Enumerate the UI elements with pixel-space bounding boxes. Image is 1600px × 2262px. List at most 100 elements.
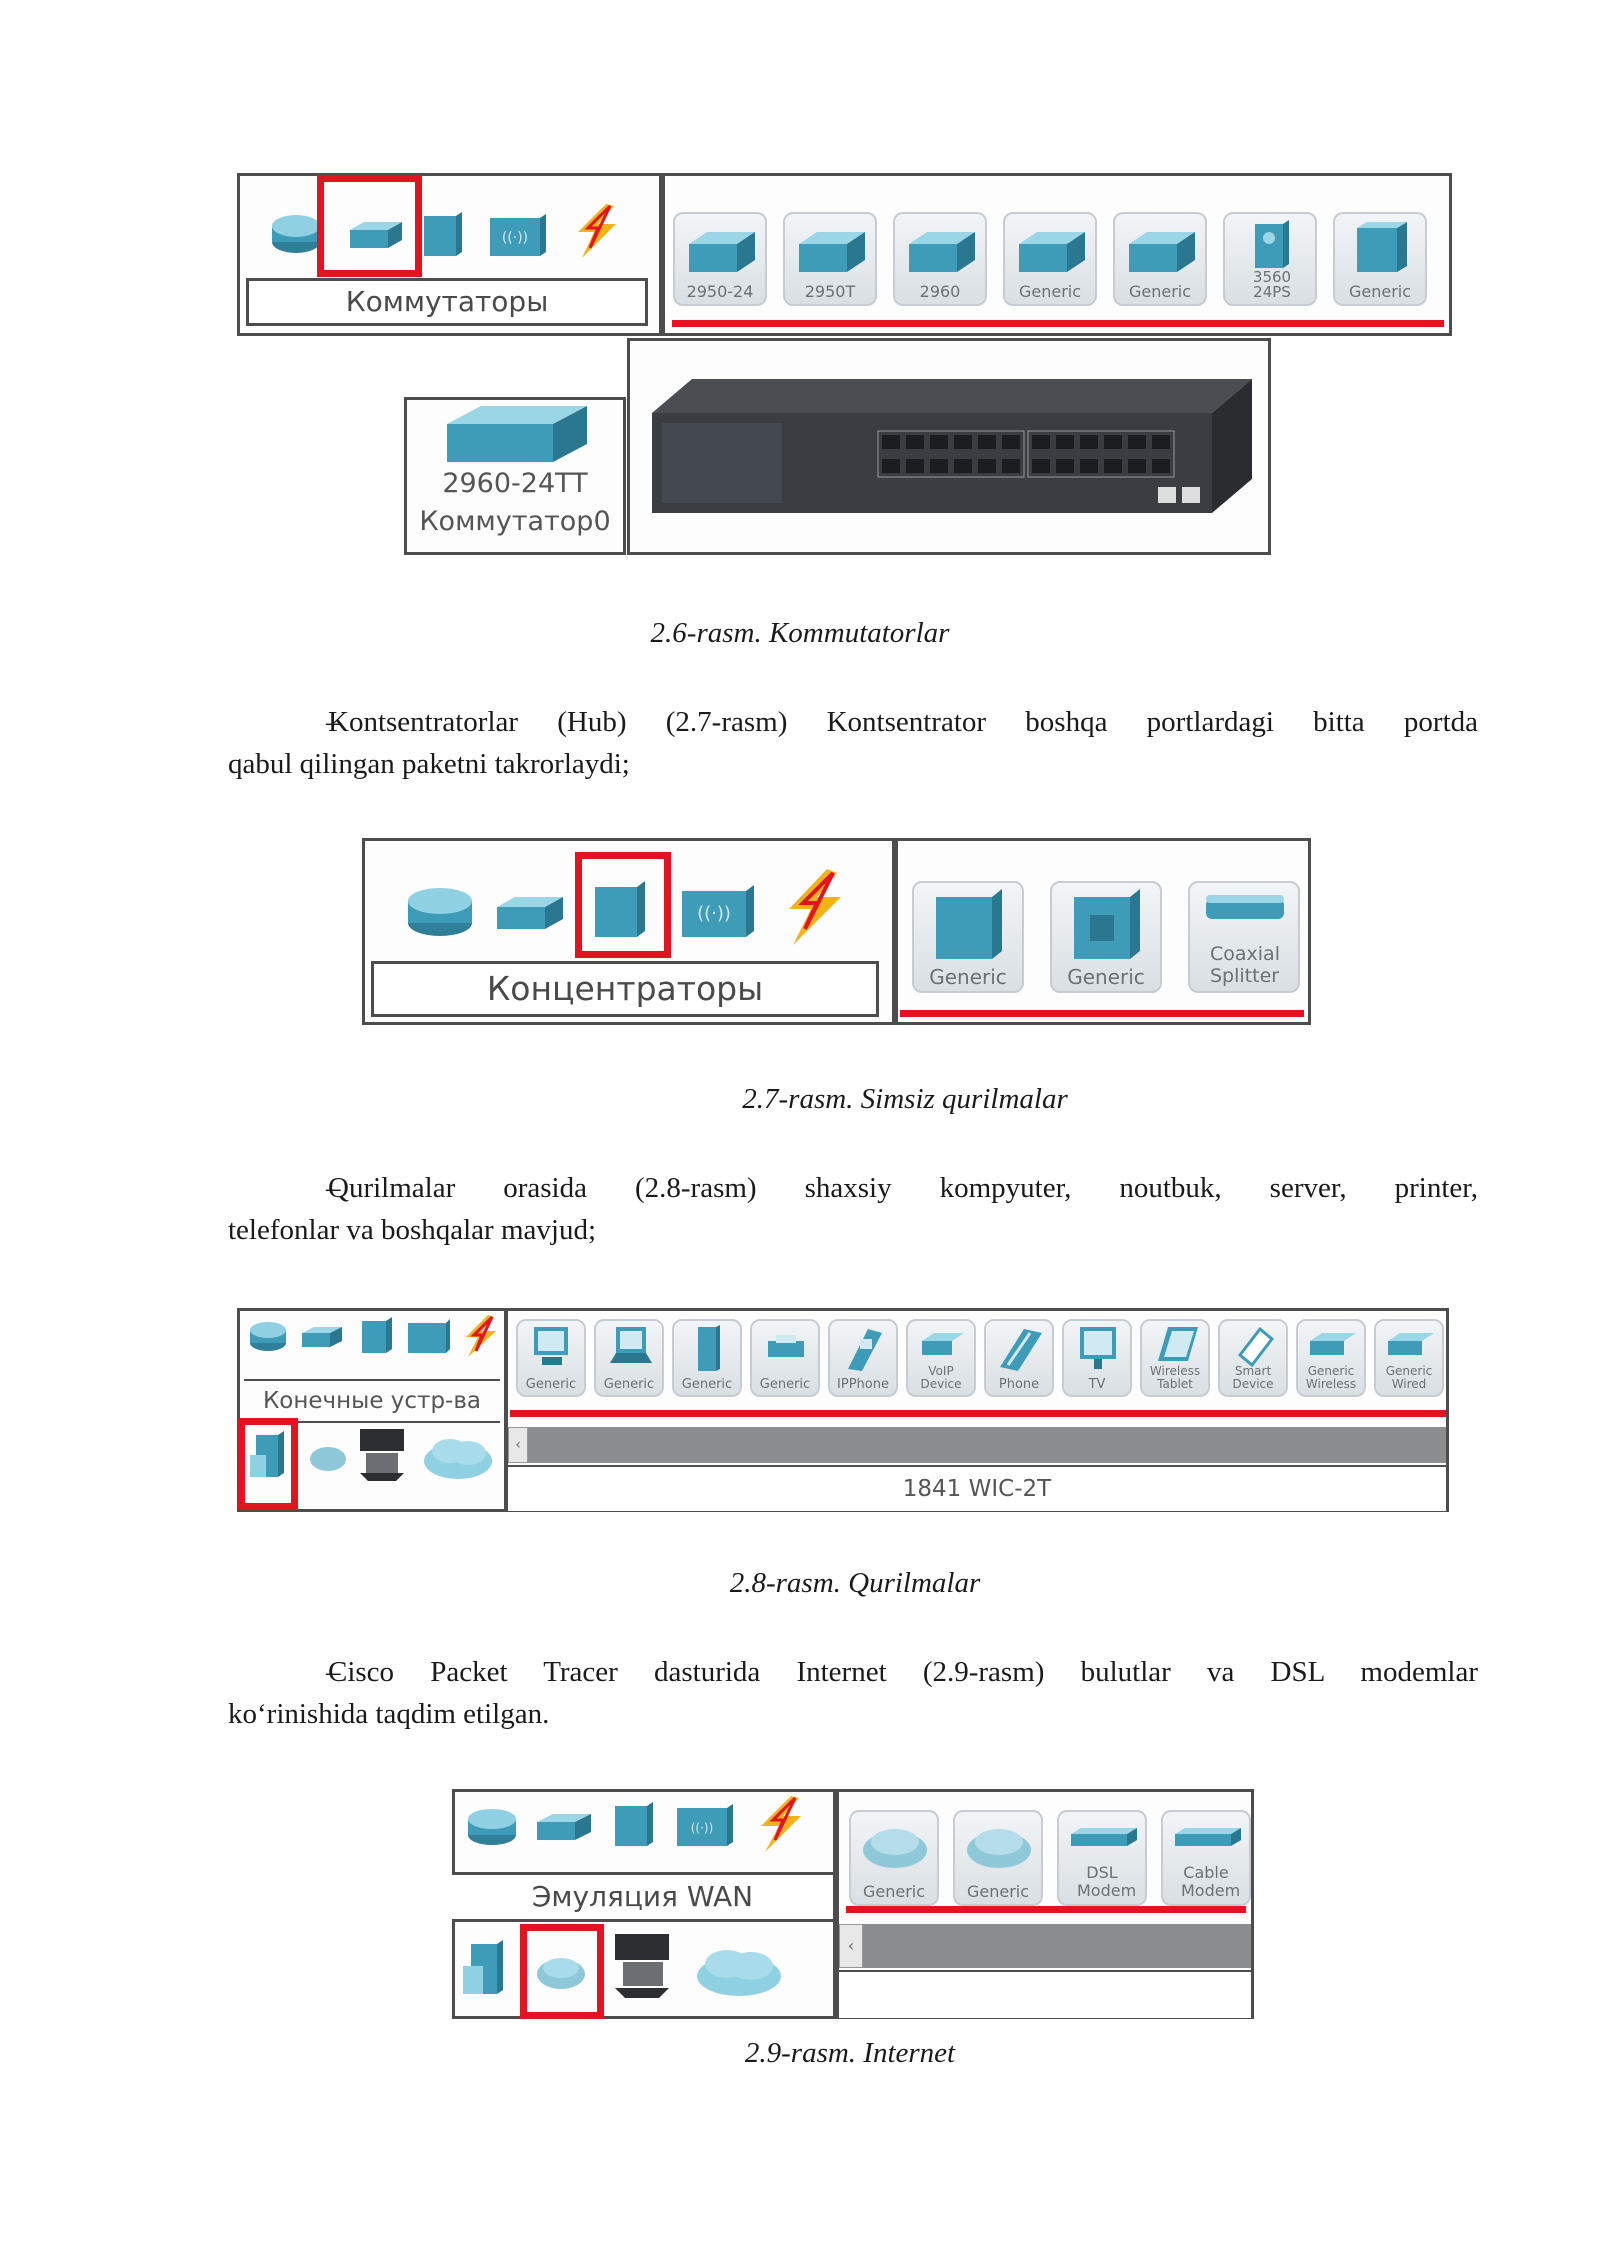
switch-icon[interactable] — [535, 1812, 593, 1842]
smart-device-icon — [1237, 1326, 1275, 1367]
router-icon[interactable] — [465, 1804, 519, 1848]
end-device-pc-icon[interactable] — [463, 1940, 513, 2000]
figure-caption: 2.8-rasm. Qurilmalar — [729, 1567, 981, 1599]
hub-icon[interactable] — [591, 881, 647, 939]
paragraph-line: telefonlar va boshqalar mavjud; — [228, 1214, 597, 1246]
device-tile[interactable]: VoIP Device — [906, 1319, 976, 1397]
hub-icon — [936, 889, 1002, 959]
device-list-underline — [846, 1906, 1246, 1913]
device-tile[interactable]: Generic Wired — [1374, 1319, 1444, 1397]
connections-icon[interactable] — [458, 1313, 502, 1359]
wireless-device-icon[interactable]: ((·)) — [680, 883, 756, 939]
switch-icon[interactable] — [344, 220, 404, 252]
device-tile[interactable]: 2950T — [783, 212, 877, 306]
switch-icon — [1129, 232, 1195, 272]
device-tile[interactable]: Generic — [1050, 881, 1162, 993]
device-list-panel: Generic Generic Generic Generic IPPhone … — [505, 1308, 1449, 1512]
end-device-pc-icon[interactable] — [250, 1431, 294, 1481]
device-tile[interactable]: Generic — [594, 1319, 664, 1397]
device-tile[interactable]: Generic — [953, 1810, 1043, 1906]
router-icon[interactable] — [270, 212, 322, 256]
device-label: VoIP Device — [920, 1364, 962, 1391]
device-tile[interactable]: Generic — [1333, 212, 1427, 306]
figure-caption: 2.6-rasm. Kommutatorlar — [650, 617, 950, 649]
device-tile[interactable]: Generic — [849, 1810, 939, 1906]
tablet-icon — [1158, 1327, 1198, 1361]
router-icon[interactable] — [248, 1319, 288, 1353]
hub-icon[interactable] — [358, 1317, 394, 1355]
device-tile[interactable]: Generic Wireless — [1296, 1319, 1366, 1397]
switch-icon[interactable] — [493, 895, 565, 931]
wan-cloud-icon[interactable] — [695, 1942, 783, 2000]
figure-caption: 2.9-rasm. Internet — [744, 2037, 956, 2069]
paragraph-line: Kontsentratorlar (Hub) (2.7-rasm) Kontse… — [328, 706, 1478, 738]
device-tile[interactable]: Coaxial Splitter — [1188, 881, 1300, 993]
device-tile[interactable]: 2960 — [893, 212, 987, 306]
device-label: Generic — [681, 1377, 733, 1392]
hub-icon[interactable] — [611, 1802, 657, 1848]
multilayer-switch-icon — [1255, 220, 1289, 268]
voip-device-icon — [922, 1333, 964, 1355]
device-label: Generic — [603, 1377, 655, 1392]
switch-icon — [689, 232, 755, 272]
switch-icon — [447, 406, 587, 462]
device-label: Generic — [929, 965, 1007, 989]
svg-text:((·)): ((·)) — [691, 1821, 714, 1835]
device-label: TV — [1088, 1377, 1106, 1392]
horizontal-scrollbar[interactable] — [839, 1924, 1251, 1968]
device-label: Generic Wireless — [1305, 1364, 1357, 1391]
selected-category-highlight — [317, 175, 422, 277]
switch-icon[interactable] — [300, 1325, 344, 1349]
horizontal-scrollbar[interactable] — [508, 1427, 1446, 1463]
device-name-label: Коммутатор0 — [419, 506, 611, 537]
router-icon[interactable] — [405, 883, 475, 939]
device-tile[interactable]: Generic — [1003, 212, 1097, 306]
security-device-icon[interactable] — [611, 1930, 677, 2002]
device-tile[interactable]: Smart Device — [1218, 1319, 1288, 1397]
device-tile[interactable]: Generic — [1113, 212, 1207, 306]
device-tile[interactable]: Phone — [984, 1319, 1054, 1397]
device-tile[interactable]: Wireless Tablet — [1140, 1319, 1210, 1397]
phone-icon — [1000, 1329, 1042, 1371]
device-tile[interactable]: 3560 24PS — [1223, 212, 1317, 306]
device-tile[interactable]: 2950-24 — [673, 212, 767, 306]
device-list-panel: Generic Generic DSL Modem Cable Modem ‹ — [836, 1789, 1254, 2019]
paragraph-line: Cisco Packet Tracer dasturida Internet (… — [328, 1656, 1478, 1688]
hub-icon[interactable] — [420, 212, 464, 258]
device-label: 3560 24PS — [1252, 268, 1292, 301]
wan-cloud-icon[interactable] — [422, 1431, 494, 1483]
device-label: Generic — [525, 1377, 577, 1392]
device-tile[interactable]: Generic — [672, 1319, 742, 1397]
paragraph-line: ko‘rinishida taqdim etilgan. — [228, 1698, 550, 1730]
scroll-left-button[interactable]: ‹ — [508, 1427, 528, 1463]
category-panel: ((·)) Коммутаторы — [237, 173, 662, 336]
scroll-left-button[interactable]: ‹ — [839, 1924, 863, 1968]
device-tile[interactable]: TV — [1062, 1319, 1132, 1397]
wired-generic-icon — [1388, 1333, 1434, 1355]
tv-icon — [1080, 1327, 1116, 1369]
connections-icon[interactable] — [568, 202, 626, 260]
device-tile[interactable]: Generic — [912, 881, 1024, 993]
server-icon — [698, 1325, 720, 1371]
selected-category-highlight — [238, 1418, 298, 1510]
device-tile[interactable]: Generic — [750, 1319, 820, 1397]
wireless-device-icon[interactable]: ((·)) — [488, 212, 548, 258]
device-status-bar — [839, 1970, 1251, 2018]
cloud-icon[interactable] — [308, 1443, 348, 1473]
device-tile[interactable]: Cable Modem — [1161, 1810, 1251, 1906]
selected-category-highlight — [575, 852, 671, 958]
connections-icon[interactable] — [751, 1794, 811, 1854]
connections-icon[interactable] — [775, 867, 855, 947]
wireless-device-icon[interactable] — [406, 1317, 452, 1355]
generic-switch-icon — [1357, 222, 1407, 272]
device-label: Generic — [862, 1882, 926, 1901]
switch-icon — [909, 232, 975, 272]
security-device-icon[interactable] — [356, 1425, 410, 1483]
device-tile[interactable]: IPPhone — [828, 1319, 898, 1397]
device-tile[interactable]: Generic — [516, 1319, 586, 1397]
wireless-device-icon[interactable]: ((·)) — [675, 1802, 735, 1848]
device-tile[interactable]: DSL Modem — [1057, 1810, 1147, 1906]
hub-icon — [1074, 889, 1140, 959]
cloud-icon[interactable] — [535, 1952, 587, 1992]
pc-icon — [534, 1327, 568, 1365]
